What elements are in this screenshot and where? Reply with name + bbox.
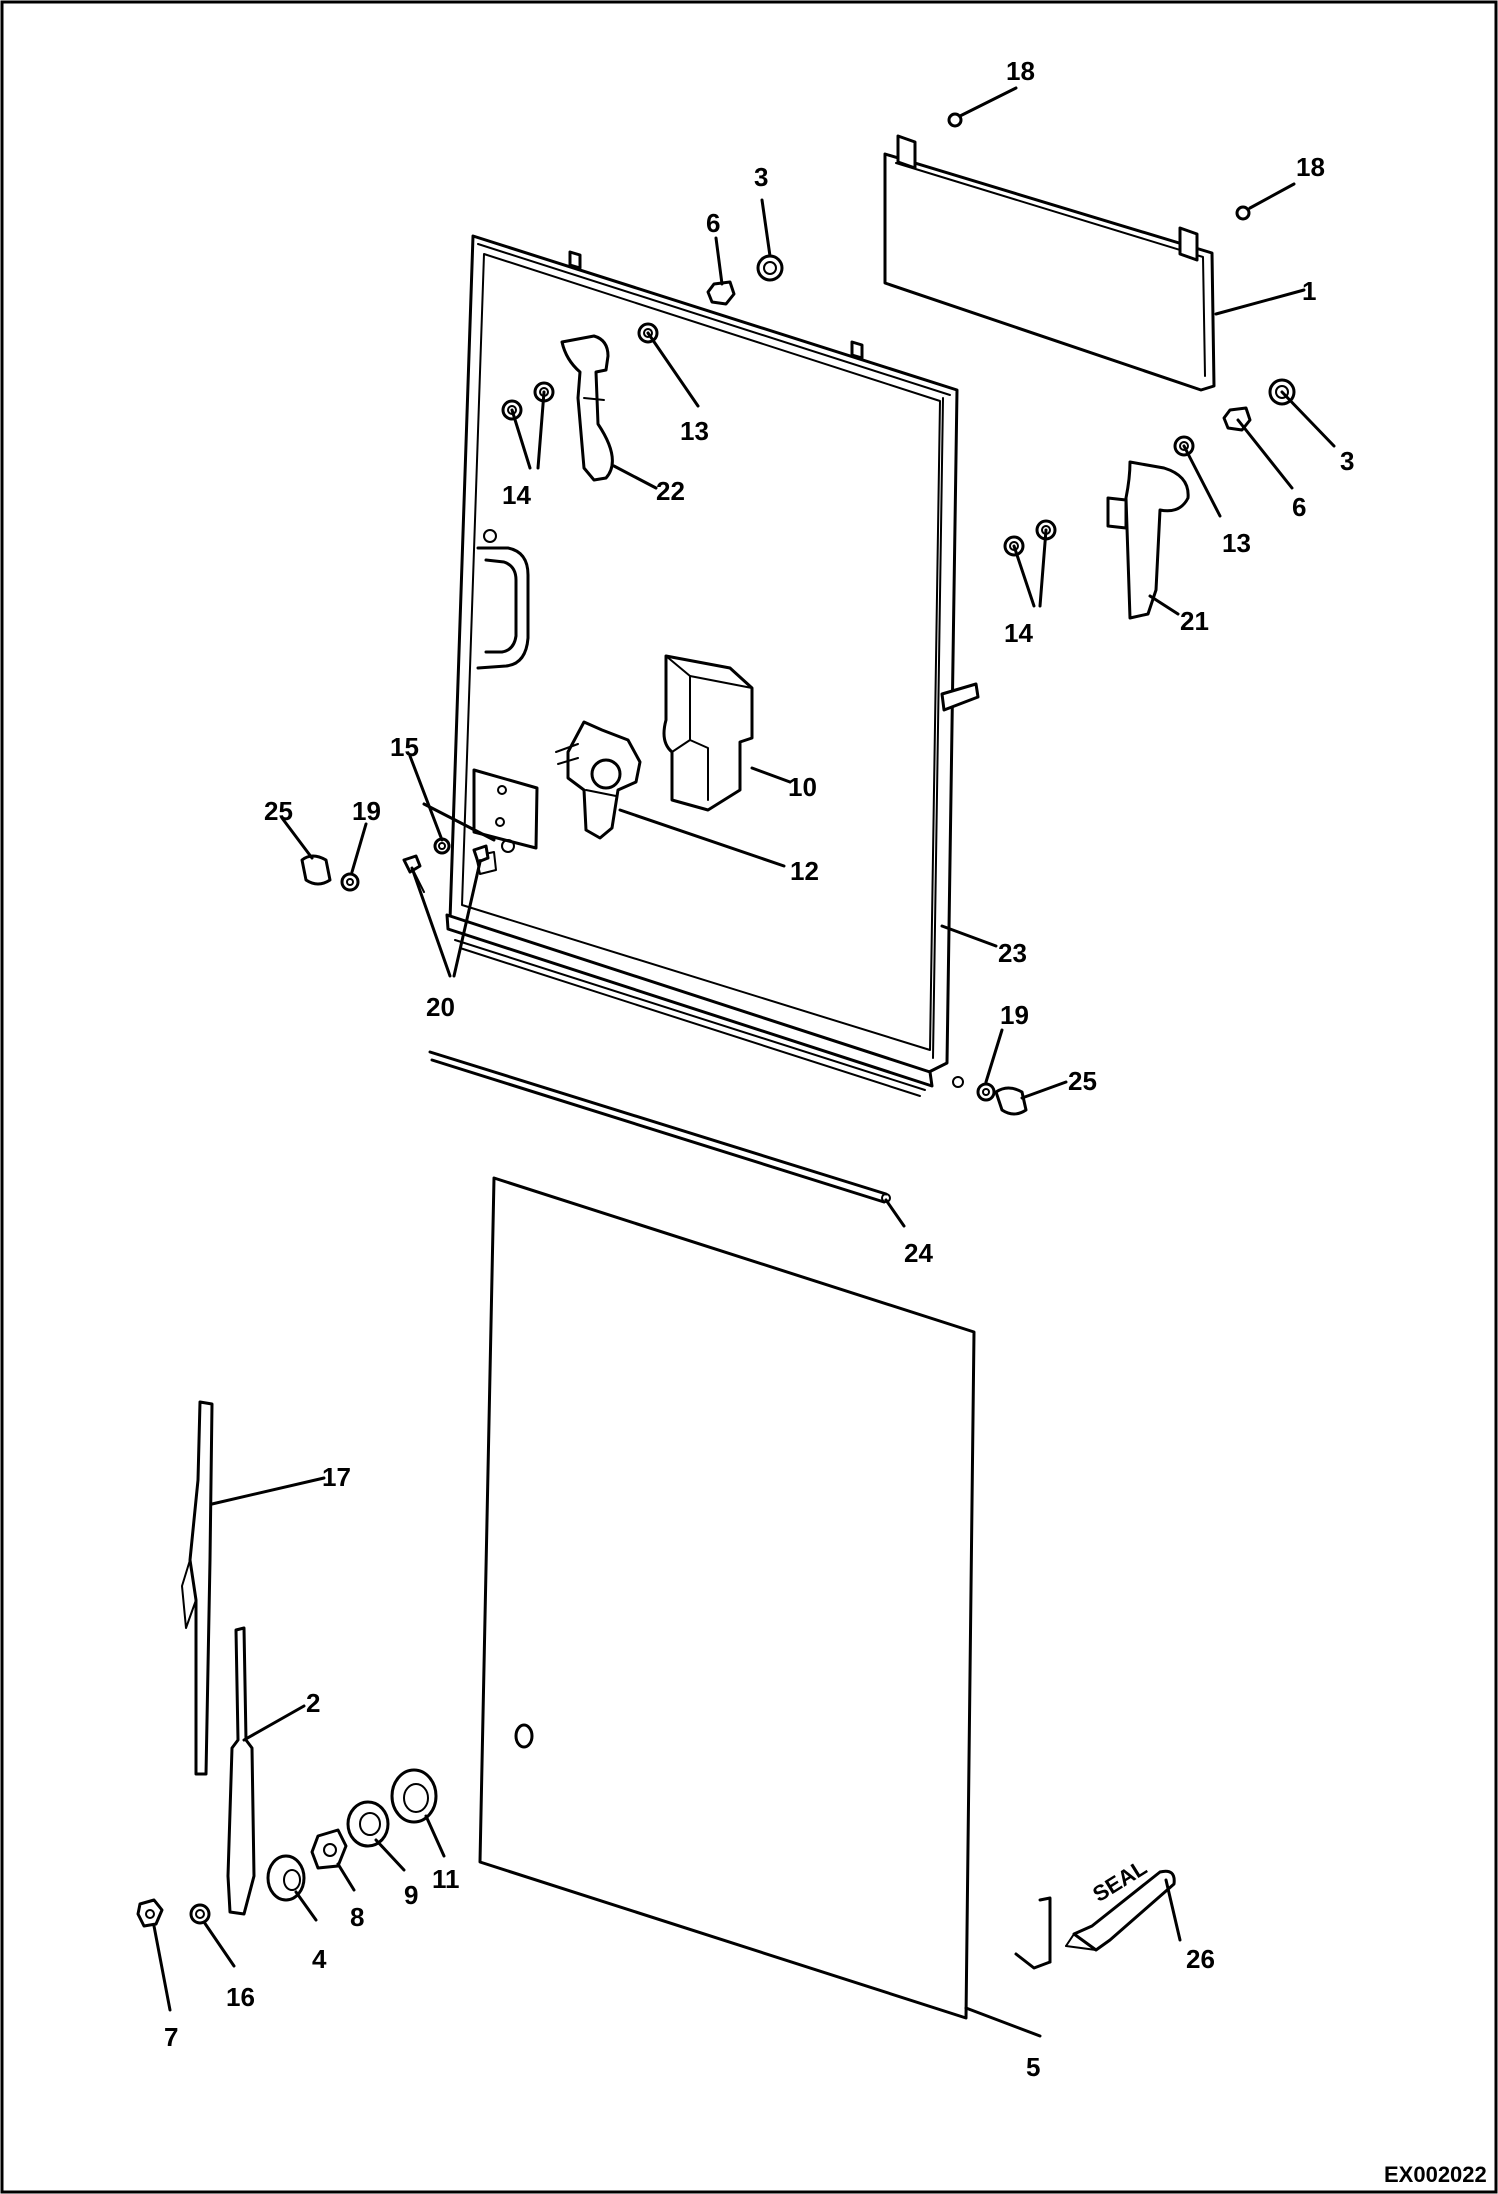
drawing-id: EX002022 [1384, 2162, 1487, 2187]
part-sealant-tube: SEAL [1014, 1855, 1176, 1970]
callout-20: 20 [426, 992, 455, 1022]
callout-5: 5 [1026, 2052, 1040, 2082]
part-latch-left [560, 334, 614, 482]
callout-14-left: 14 [502, 480, 531, 510]
callout-12: 12 [790, 856, 819, 886]
callout-26: 26 [1186, 1944, 1215, 1974]
callout-6-top: 6 [706, 208, 720, 238]
callout-7: 7 [164, 2022, 178, 2052]
part-latch-right [1106, 460, 1190, 620]
callout-4: 4 [312, 1944, 327, 1974]
callout-15: 15 [390, 732, 419, 762]
callout-11: 11 [432, 1864, 460, 1894]
callout-2: 2 [306, 1688, 320, 1718]
callout-13-right: 13 [1222, 528, 1251, 558]
part-glass-pane [478, 1176, 976, 2020]
callout-22: 22 [656, 476, 685, 506]
callout-18-right: 18 [1296, 152, 1325, 182]
callout-23: 23 [998, 938, 1027, 968]
callout-3-right: 3 [1340, 446, 1354, 476]
callout-19-left: 19 [352, 796, 381, 826]
part-washer-pump [555, 720, 642, 840]
part-visor-panel [883, 134, 1216, 392]
callout-21: 21 [1180, 606, 1209, 636]
callout-18-top: 18 [1006, 56, 1035, 86]
callout-24: 24 [904, 1238, 933, 1268]
part-wiper-arm [226, 1626, 256, 1916]
callout-8: 8 [350, 1902, 364, 1932]
callout-25-left: 25 [264, 796, 293, 826]
callout-3-top: 3 [754, 162, 768, 192]
callout-19-right: 19 [1000, 1000, 1029, 1030]
callout-9: 9 [404, 1880, 418, 1910]
leader-lines [152, 86, 1336, 2038]
callout-14-right: 14 [1004, 618, 1033, 648]
part-wiper-hardware [136, 1768, 438, 1928]
callout-17: 17 [322, 1462, 351, 1492]
callout-labels: 18 18 1 3 6 13 14 22 3 6 13 14 21 10 12 … [164, 56, 1354, 2082]
callout-10: 10 [788, 772, 817, 802]
part-window-frame [445, 234, 980, 1097]
callout-25-right: 25 [1068, 1066, 1097, 1096]
callout-16: 16 [226, 1982, 255, 2012]
part-wiper-blade [181, 1400, 214, 1776]
callout-6-right: 6 [1292, 492, 1306, 522]
part-bracket-box [662, 654, 754, 812]
callout-13-left: 13 [680, 416, 709, 446]
callout-1: 1 [1302, 276, 1316, 306]
